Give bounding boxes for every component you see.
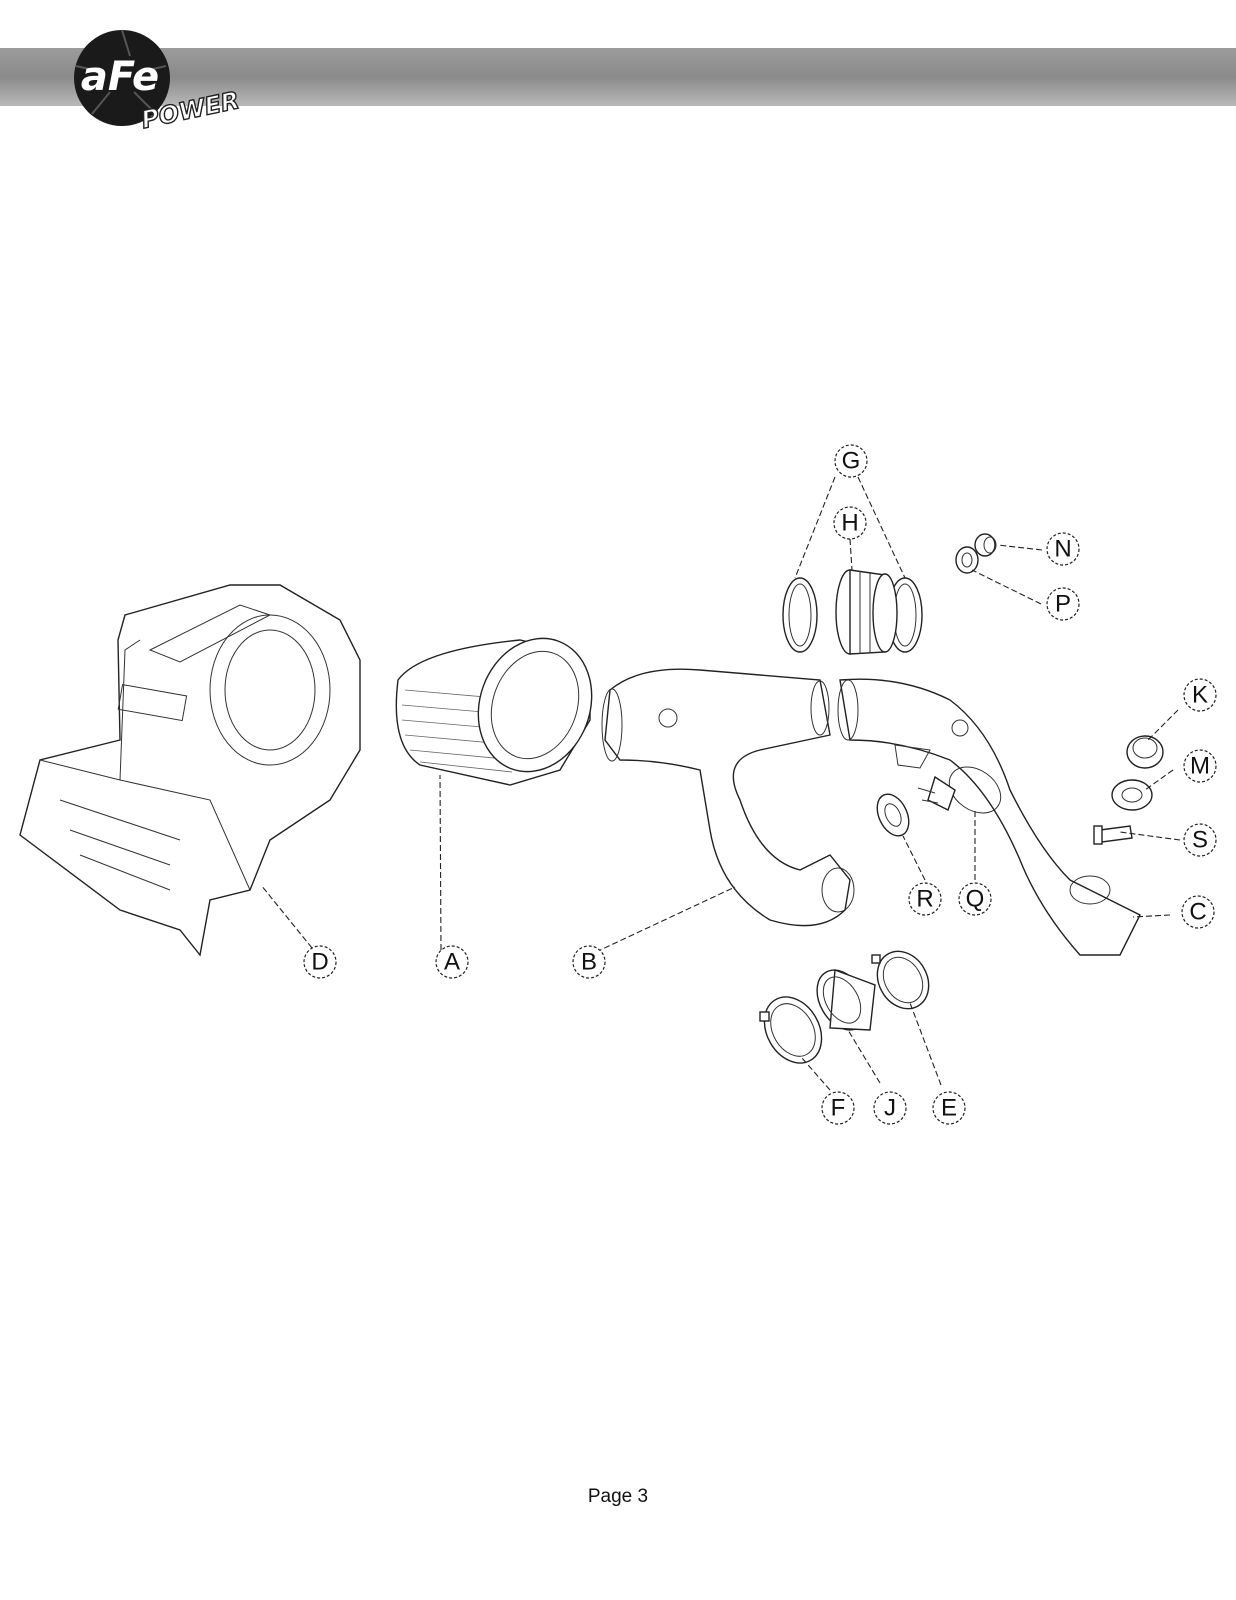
logo-text-afe: aFe	[81, 54, 159, 100]
svg-text:P: P	[1055, 591, 1071, 618]
svg-text:M: M	[1190, 753, 1210, 780]
page-number: Page 3	[587, 1486, 649, 1507]
afe-power-logo: aFe POWER	[74, 29, 243, 135]
svg-text:F: F	[831, 1095, 846, 1122]
leader-lines	[260, 476, 1181, 1091]
svg-text:R: R	[916, 886, 933, 913]
svg-text:Q: Q	[966, 886, 985, 913]
part-f-clamp	[759, 996, 823, 1064]
part-n-plug	[974, 533, 997, 557]
svg-text:G: G	[842, 448, 861, 475]
svg-text:J: J	[884, 1095, 896, 1122]
part-j-coupler	[816, 969, 876, 1031]
callout-n: N	[1046, 532, 1080, 566]
callout-e: E	[932, 1091, 966, 1125]
callout-g: G	[834, 444, 868, 478]
callout-k: K	[1183, 678, 1217, 712]
part-r-gasket	[876, 793, 910, 837]
callout-c: C	[1181, 895, 1215, 929]
callout-q: Q	[958, 882, 992, 916]
part-e-clamp	[871, 950, 930, 1010]
svg-text:D: D	[311, 949, 328, 976]
svg-text:K: K	[1192, 682, 1208, 709]
svg-text:B: B	[581, 949, 597, 976]
svg-text:E: E	[941, 1095, 957, 1122]
part-h-coupler	[835, 569, 898, 655]
callout-a: A	[435, 945, 469, 979]
callout-p: P	[1046, 587, 1080, 621]
part-s-fitting	[1093, 825, 1133, 845]
svg-text:S: S	[1192, 827, 1208, 854]
callout-r: R	[908, 882, 942, 916]
svg-text:A: A	[444, 949, 460, 976]
part-b-intake-tube	[601, 668, 855, 927]
part-q-fitting	[917, 775, 956, 811]
part-a-filter	[395, 637, 593, 786]
header-bar	[0, 48, 1236, 106]
svg-text:N: N	[1054, 536, 1071, 563]
callout-h: H	[833, 506, 867, 540]
part-d-airbox	[19, 584, 361, 957]
callout-j: J	[873, 1091, 907, 1125]
part-c-outlet-tube	[837, 678, 1141, 956]
callout-f: F	[821, 1091, 855, 1125]
callout-m: M	[1183, 749, 1217, 783]
callout-d: D	[303, 945, 337, 979]
callout-s: S	[1183, 823, 1217, 857]
part-m-grommet	[1111, 779, 1153, 811]
part-k-plug	[1126, 735, 1164, 769]
part-p-grommet	[955, 546, 979, 574]
callout-b: B	[572, 945, 606, 979]
svg-text:C: C	[1189, 899, 1206, 926]
svg-text:H: H	[841, 510, 858, 537]
